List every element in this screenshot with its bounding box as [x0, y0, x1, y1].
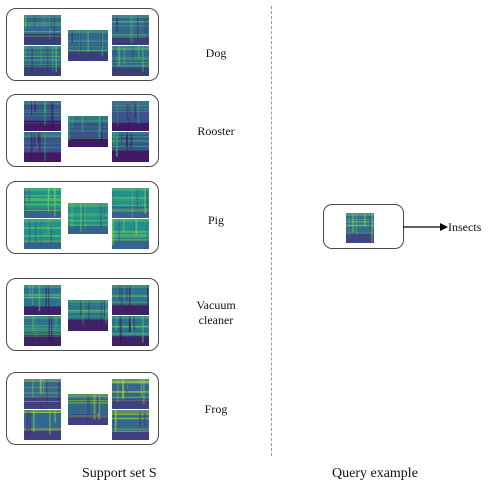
divider-line: [271, 6, 272, 456]
class-label-vacuum-cleaner: Vacuum cleaner: [196, 298, 236, 327]
spectrogram: [24, 285, 61, 315]
spectrogram: [112, 379, 149, 409]
arrow: [403, 223, 448, 231]
class-label-frog: Frog: [204, 402, 228, 416]
spectrogram: [24, 410, 61, 440]
class-label-dog: Dog: [205, 46, 227, 60]
query-caption: Query example: [332, 466, 418, 481]
spectrogram: [112, 316, 149, 346]
spectrogram: [112, 188, 149, 218]
query-spectrogram: [346, 213, 374, 243]
spectrogram: [24, 46, 61, 76]
spectrogram: [112, 46, 149, 76]
spectrogram: [24, 188, 61, 218]
answer-label: Insects: [448, 220, 482, 234]
spectrogram: [112, 410, 149, 440]
class-label-pig: Pig: [207, 213, 224, 227]
spectrogram: [112, 219, 149, 249]
spectrogram: [68, 203, 108, 234]
spectrogram: [68, 30, 108, 61]
spectrogram: [24, 316, 61, 346]
spectrogram: [24, 132, 61, 162]
class-label-rooster: Rooster: [197, 124, 235, 138]
spectrogram: [68, 116, 108, 147]
support-caption: Support set S: [82, 466, 157, 481]
spectrogram: [68, 300, 108, 331]
spectrogram: [68, 394, 108, 425]
spectrogram: [24, 379, 61, 409]
spectrogram: [24, 101, 61, 131]
spectrogram: [24, 15, 61, 45]
spectrogram: [24, 219, 61, 249]
spectrogram: [112, 132, 149, 162]
spectrogram: [112, 15, 149, 45]
spectrogram: [112, 285, 149, 315]
spectrogram: [112, 101, 149, 131]
